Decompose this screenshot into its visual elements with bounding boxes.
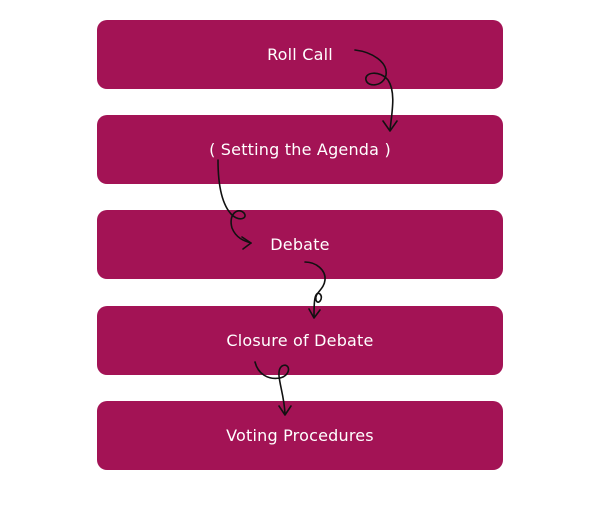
step-voting-procedures: Voting Procedures: [97, 401, 503, 470]
step-debate: Debate: [97, 210, 503, 279]
step-label: ( Setting the Agenda ): [209, 140, 391, 159]
step-roll-call: Roll Call: [97, 20, 503, 89]
step-label: Closure of Debate: [226, 331, 374, 350]
step-setting-the-agenda: ( Setting the Agenda ): [97, 115, 503, 184]
step-closure-of-debate: Closure of Debate: [97, 306, 503, 375]
step-label: Roll Call: [267, 45, 333, 64]
step-label: Voting Procedures: [226, 426, 374, 445]
step-label: Debate: [270, 235, 330, 254]
